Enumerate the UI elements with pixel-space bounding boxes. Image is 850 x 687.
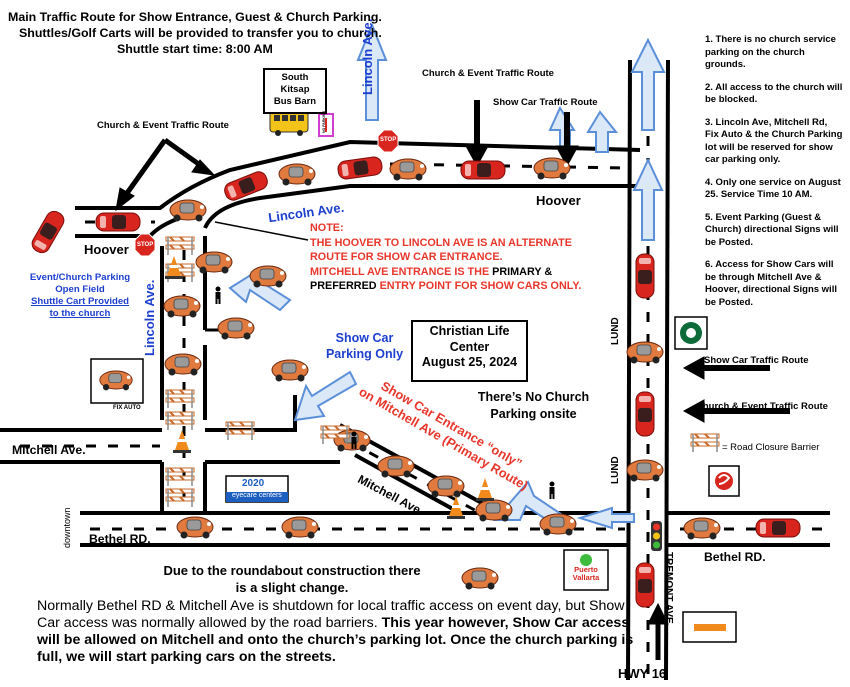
no-parking-label: NO PARKING [322,110,326,133]
street-label-tremont: TREMONT AVE. [663,552,674,627]
starbucks-logo-icon [674,316,708,350]
puerto-vallarta-logo [563,549,609,591]
route-label-church-event: Church & Event Traffic Route [696,401,828,412]
school-bus-icon [269,111,309,136]
rule-item: 6. Access for Show Cars will be through … [705,259,837,308]
street-label-lund: LUND [610,456,621,484]
traffic-light-icon [651,521,662,551]
street-label-hoover: Hoover [84,242,129,257]
puerto-vallarta-label: Puerto Vallarta [572,565,600,582]
safeway-logo-icon [708,465,740,497]
header-line-2: Shuttles/Golf Carts will be provided to … [19,26,382,40]
street-label-hoover: Hoover [536,193,581,208]
street-label-mitchell: Mitchell Ave. [12,443,86,457]
street-label-bethel: Bethel RD. [704,550,766,564]
rule-item: 1. There is no church service parking on… [705,34,836,70]
stop-sign-label: STOP [380,137,397,143]
route-label-show-car: Show Car Traffic Route [493,97,598,108]
eyecare-label: eyecare centers [232,492,282,499]
no-parking-sign-icon [318,113,334,137]
route-label-show-car: Show Car Traffic Route [704,355,809,366]
header-line-1: Main Traffic Route for Show Entrance, Gu… [8,10,382,24]
alternate-route-note: NOTE: THE HOOVER TO LINCOLN AVE IS AN AL… [310,222,582,293]
header-line-3: Shuttle start time: 8:00 AM [117,42,273,56]
bus-barn-label: South Kitsap Bus Barn [263,68,327,114]
stop-sign-icons [134,129,399,257]
traffic-route-arrows [115,100,790,660]
street-label-downtown: downtown [62,507,72,548]
autozone-logo-icon [682,611,737,643]
rule-item: 5. Event Parking (Guest & Church) direct… [705,211,839,248]
rule-item: 4. Only one service on August 25. Servic… [705,176,841,201]
rules-list: 1. There is no church service parking on… [705,34,843,319]
legend-road-closure: = Road Closure Barrier [722,442,820,453]
route-label-church-event: Church & Event Traffic Route [422,68,554,79]
eyecare-number: 2020 [242,478,265,489]
street-label-lincoln: Lincoln Ave. [142,279,157,356]
fix-auto-logo [90,358,144,404]
eyecare-logo [225,475,289,503]
no-church-parking-label: There’s No Church Parking onsite [477,390,590,421]
church-location-box: Christian Life Center August 25, 2024 [411,320,528,382]
rule-item: 3. Lincoln Ave, Mitchell Rd, Fix Auto & … [705,116,843,166]
street-label-bethel: Bethel RD. [89,532,151,546]
bottom-paragraph: Normally Bethel RD & Mitchell Ave is shu… [37,598,634,665]
street-label-hwy: HWY 16 [618,666,667,681]
roundabout-note: Due to the roundabout construction there… [163,563,421,595]
street-label-lincoln: Lincoln Ave. [360,18,375,95]
show-car-parking-label: Show Car Parking Only [325,331,404,361]
rule-item: 2. All access to the church will be bloc… [705,81,843,106]
fix-auto-label: FIX AUTO [113,405,141,411]
street-label-lund: LUND [610,317,621,345]
stop-sign-label: STOP [137,242,154,248]
note-pointer [214,221,309,241]
event-parking-label: Event/Church Parking Open Field Shuttle … [29,272,131,319]
route-label-church-event: Church & Event Traffic Route [97,120,229,131]
